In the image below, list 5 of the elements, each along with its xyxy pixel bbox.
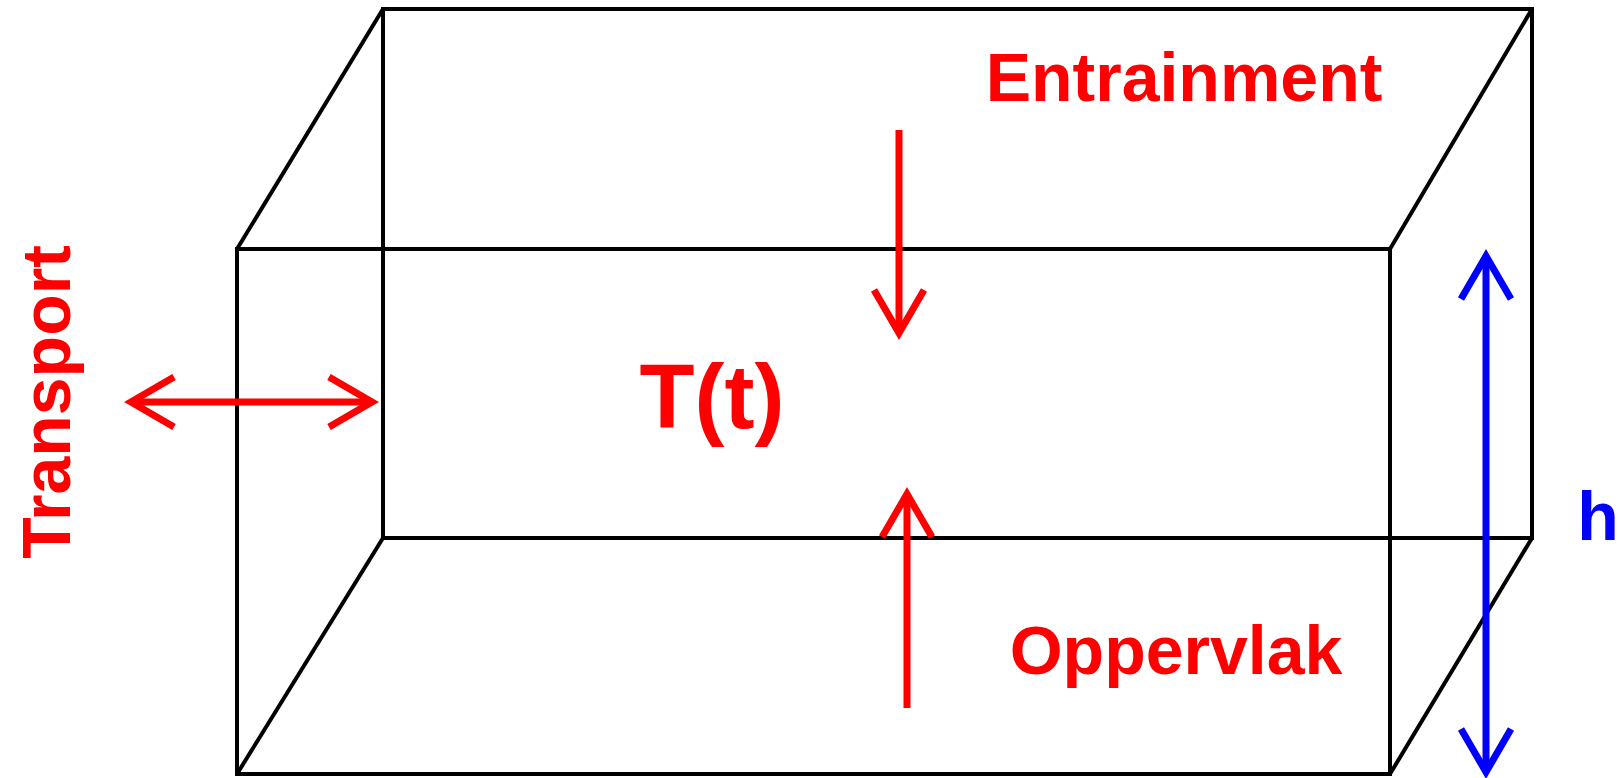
variable-label: T(t) (639, 347, 785, 447)
flux-label: Oppervlak (1009, 612, 1343, 688)
flux-label: Transport (8, 245, 84, 559)
flux-label: Entrainment (985, 39, 1383, 115)
dimension-label: h (1577, 478, 1618, 554)
